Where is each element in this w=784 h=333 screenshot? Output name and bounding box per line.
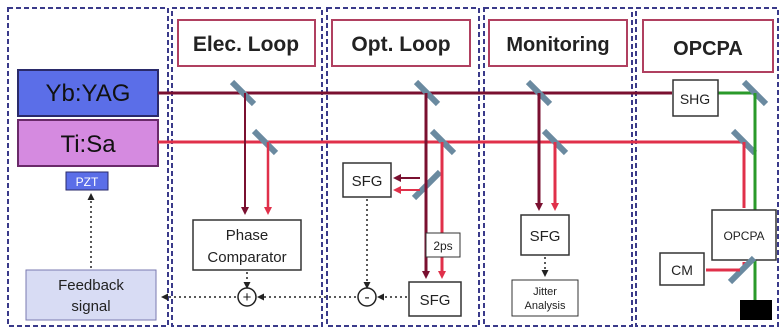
cm-box (659, 252, 705, 286)
minus-node (357, 287, 377, 307)
monitoring-title: Monitoring (506, 34, 609, 56)
jitter-analysis-box (511, 279, 579, 317)
tisa-label: Ti:Sa (60, 131, 116, 158)
opt-loop-panel (326, 7, 480, 327)
delay-label: 2ps (433, 239, 452, 253)
sum-node (237, 287, 257, 307)
shg-box (672, 79, 719, 117)
elec-loop-panel (171, 7, 323, 327)
opcpa-title: OPCPA (673, 38, 743, 60)
delay-box (425, 232, 461, 258)
left-panel (7, 7, 169, 327)
pzt-box (65, 171, 109, 191)
minus-symbol: - (364, 289, 369, 306)
monitoring-panel (483, 7, 633, 327)
opt-loop-title-box (331, 19, 471, 67)
pzt-label: PZT (76, 175, 99, 189)
elec-loop-title-box (177, 19, 316, 67)
phase-comparator-line2: Comparator (207, 249, 286, 266)
mon-sfg-box (520, 214, 570, 256)
opt-sfg-top-box (342, 162, 392, 198)
opt-sfg-bottom-label: SFG (420, 292, 451, 309)
opt-sfg-top-label: SFG (352, 173, 383, 190)
opt-sfg-bottom-box (408, 281, 462, 317)
opcpa-title-box (642, 19, 774, 73)
opcpa-box (711, 209, 777, 261)
feedback-line2: signal (71, 298, 110, 315)
jitter-line1: Jitter (533, 286, 557, 298)
feedback-signal-box (25, 269, 157, 321)
beam-dump (740, 300, 772, 320)
opt-loop-title: Opt. Loop (351, 33, 450, 56)
opcpa-panel (635, 7, 779, 327)
mirror-opcpa-3 (727, 255, 757, 285)
ybyag-laser-box (17, 69, 159, 117)
shg-label: SHG (680, 91, 710, 107)
ybyag-label: Yb:YAG (46, 80, 131, 107)
mirror-elec-2 (251, 128, 279, 156)
phase-comparator-box (192, 219, 302, 271)
phase-comparator-line1: Phase (226, 227, 269, 244)
monitoring-title-box (488, 19, 628, 67)
sum-symbol: + (243, 289, 252, 306)
opcpa-box-label: OPCPA (723, 229, 764, 243)
feedback-line1: Feedback (58, 277, 124, 294)
mirror-elec-1 (229, 79, 257, 107)
jitter-line2: Analysis (525, 300, 566, 312)
mon-sfg-label: SFG (530, 228, 561, 245)
cm-label: CM (671, 262, 693, 278)
elec-loop-title: Elec. Loop (193, 33, 299, 56)
